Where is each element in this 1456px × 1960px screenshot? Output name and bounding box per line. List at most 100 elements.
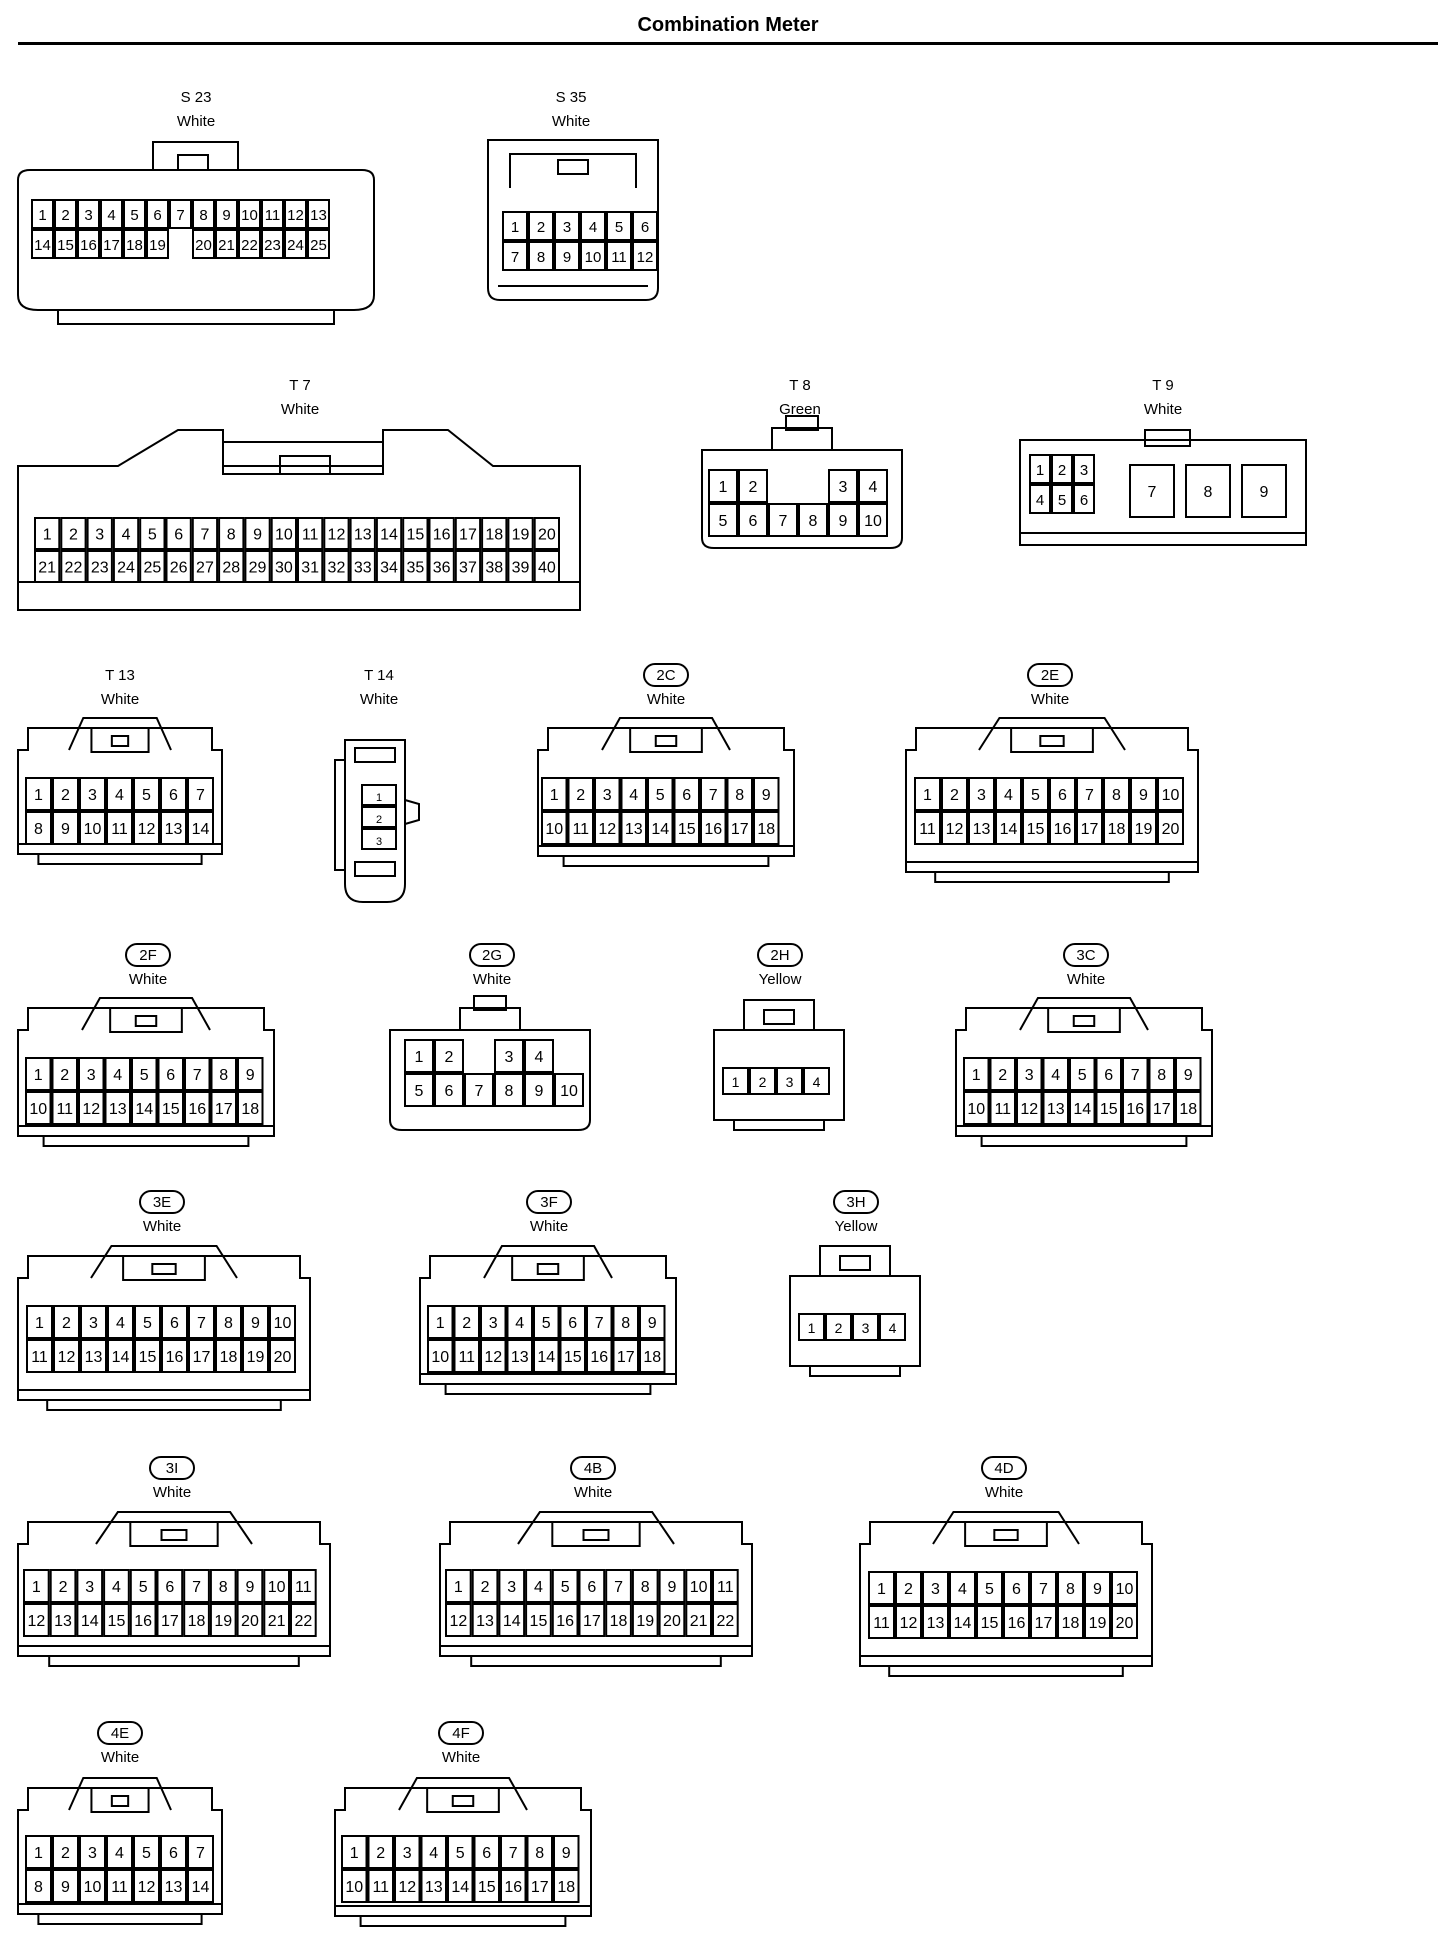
pin-cavity — [541, 777, 568, 811]
connector-id-badge — [125, 943, 171, 967]
connector-id-badge — [833, 1190, 879, 1214]
pin-number: 7 — [197, 1315, 206, 1332]
pin-cavity — [1111, 1571, 1138, 1605]
pin-cavity — [361, 784, 397, 806]
connector-id-label: 4F — [452, 1725, 470, 1742]
connector-id-label: 3I — [166, 1460, 179, 1477]
pin-cavity — [559, 1339, 586, 1373]
connector-id-label: S 23 — [181, 89, 212, 106]
housing-foot — [48, 1655, 300, 1667]
connector-id-badge — [149, 1456, 195, 1480]
connector-id-label: 2F — [139, 947, 157, 964]
pin-number: 20 — [538, 527, 556, 544]
pin-cavity — [798, 503, 828, 537]
pin-number: 21 — [268, 1613, 286, 1630]
pin-number: 18 — [557, 1879, 575, 1896]
pin-cavity — [25, 1057, 52, 1091]
pin-cavity — [685, 1569, 712, 1603]
housing-hood — [517, 1511, 675, 1545]
pin-number: 9 — [1260, 484, 1269, 501]
pin-number: 17 — [731, 821, 749, 838]
latch-window — [1047, 1007, 1121, 1033]
connector-color-label: Yellow — [835, 1218, 878, 1235]
pin-cavity — [620, 811, 647, 845]
pin-cavity — [551, 1603, 579, 1637]
pin-number: 16 — [80, 237, 97, 254]
pin-number: 1 — [877, 1581, 886, 1598]
pin-number: 11 — [372, 1879, 389, 1896]
pin-number: 1 — [38, 207, 46, 224]
housing-foot — [809, 1365, 901, 1377]
pin-cavity — [361, 806, 397, 828]
pin-cavity — [428, 550, 455, 583]
pin-number: 8 — [621, 1315, 630, 1332]
pin-cavity — [879, 1313, 906, 1341]
pin-number: 8 — [219, 1579, 228, 1596]
pin-number: 17 — [1035, 1615, 1053, 1632]
pin-number: 1 — [732, 1074, 740, 1090]
pin-number: 13 — [425, 1879, 443, 1896]
housing-foot — [562, 855, 770, 867]
pin-number: 3 — [84, 207, 92, 224]
pin-cavity — [54, 229, 77, 259]
pin-number: 6 — [1058, 787, 1067, 804]
pin-number: 8 — [1204, 484, 1213, 501]
pin-number: 23 — [264, 237, 281, 254]
pin-cavity — [825, 1313, 852, 1341]
pin-number: 17 — [583, 1613, 601, 1630]
pin-number: 8 — [1112, 787, 1121, 804]
pin-number: 14 — [34, 237, 51, 254]
pin-cavity — [367, 1835, 394, 1869]
connector-color-label: White — [1031, 691, 1069, 708]
pin-cavity — [123, 229, 146, 259]
pin-cavity — [191, 517, 219, 550]
pin-cavity — [586, 1339, 613, 1373]
pin-cavity — [647, 811, 674, 845]
pin-number: 11 — [111, 821, 128, 838]
pin-number: 3 — [505, 1049, 514, 1066]
pin-cavity — [307, 229, 330, 259]
pin-cavity — [160, 777, 187, 811]
pin-cavity — [86, 517, 113, 550]
pin-cavity — [471, 1569, 499, 1603]
pin-number: 14 — [1073, 1101, 1091, 1118]
pin-number: 4 — [589, 219, 597, 236]
pin-cavity — [995, 811, 1022, 845]
latch-tab — [557, 159, 589, 175]
pin-number: 3 — [839, 479, 848, 496]
pin-cavity — [828, 469, 858, 503]
housing-outline — [389, 1029, 591, 1131]
pin-number: 1 — [34, 1067, 43, 1084]
pin-number: 32 — [328, 560, 346, 577]
pin-number: 4 — [1036, 492, 1044, 509]
pin-number: 15 — [981, 1615, 999, 1632]
pin-number: 1 — [350, 1845, 359, 1862]
pin-number: 14 — [135, 1101, 153, 1118]
pin-cavity — [134, 1339, 161, 1373]
pin-number: 22 — [716, 1613, 734, 1630]
pin-cavity — [554, 211, 580, 241]
pin-cavity — [480, 1305, 507, 1339]
pin-number: 3 — [88, 1845, 97, 1862]
pin-cavity — [242, 1339, 269, 1373]
pin-cavity — [146, 229, 169, 259]
pin-cavity — [464, 1073, 494, 1107]
pin-cavity — [1042, 1057, 1069, 1091]
pin-number: 2 — [835, 1320, 843, 1336]
connector-id-label: 3F — [540, 1194, 558, 1211]
pin-number: 11 — [56, 1101, 73, 1118]
pin-cavity — [868, 1605, 895, 1639]
pin-cavity — [726, 811, 753, 845]
housing-foot — [980, 1135, 1188, 1147]
pin-cavity — [895, 1605, 922, 1639]
pin-cavity — [481, 550, 508, 583]
pin-number: 27 — [196, 560, 214, 577]
pin-cavity — [269, 1305, 296, 1339]
pin-cavity — [192, 229, 215, 259]
pin-number: 10 — [1116, 1581, 1134, 1598]
latch-tab — [160, 1529, 188, 1541]
pin-number: 1 — [376, 792, 382, 804]
